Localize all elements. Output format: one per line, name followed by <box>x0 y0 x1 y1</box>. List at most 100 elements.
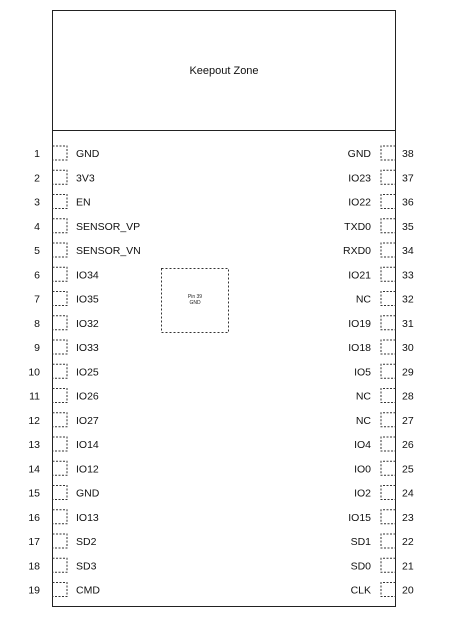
pin-number: 7 <box>34 294 40 306</box>
pin-number: 35 <box>402 221 414 233</box>
pin-name: IO26 <box>76 391 99 403</box>
center-pad-label-1: Pin 39 <box>188 294 202 300</box>
pin-number: 13 <box>28 439 40 451</box>
pin-number: 2 <box>34 172 40 184</box>
pin-name: EN <box>76 197 91 209</box>
pin-pad <box>380 533 396 549</box>
pin-number: 38 <box>402 148 414 160</box>
pin-name: IO21 <box>348 269 371 281</box>
pin-name: IO0 <box>354 463 371 475</box>
pin-pad <box>52 363 68 379</box>
pin-name: RXD0 <box>343 245 371 257</box>
pin-pad <box>52 315 68 331</box>
pin-number: 5 <box>34 245 40 257</box>
right-pin-34: 34 RXD0 <box>343 242 414 258</box>
pin-pad <box>52 145 68 161</box>
left-pin-14: 14 IO12 <box>28 460 99 476</box>
pin-name: IO4 <box>354 439 371 451</box>
pin-number: 11 <box>29 391 40 403</box>
pin-name: IO32 <box>76 318 99 330</box>
pin-number: 3 <box>34 197 40 209</box>
right-pin-29: 29 IO5 <box>354 363 414 379</box>
pin-number: 22 <box>402 536 414 548</box>
pin-pad <box>380 339 396 355</box>
pin-pad <box>380 218 396 234</box>
center-pad-label-2: GND <box>189 300 201 306</box>
pin-number: 21 <box>402 560 414 572</box>
pin-pad <box>52 533 68 549</box>
pin-number: 10 <box>28 366 40 378</box>
left-pin-13: 13 IO14 <box>28 436 99 452</box>
pin-pad <box>52 242 68 258</box>
pin-pad <box>380 509 396 525</box>
pin-number: 16 <box>28 512 40 524</box>
pin-pad <box>52 509 68 525</box>
pin-pad <box>52 485 68 500</box>
pin-number: 23 <box>402 512 414 524</box>
pin-number: 18 <box>28 560 40 572</box>
pin-name: IO22 <box>348 197 371 209</box>
pin-pad <box>380 388 396 403</box>
pin-pad <box>52 460 68 476</box>
pin-pad <box>380 291 396 306</box>
pin-name: GND <box>76 488 100 500</box>
pin-name: IO15 <box>348 512 371 524</box>
pin-pad <box>52 557 68 573</box>
pin-name: IO14 <box>76 439 99 451</box>
pin-pad <box>52 412 68 428</box>
pin-name: IO25 <box>76 366 99 378</box>
pin-pad <box>52 194 68 209</box>
pin-number: 34 <box>402 245 414 257</box>
pin-number: 24 <box>402 488 414 500</box>
pin-number: 29 <box>402 366 414 378</box>
left-pin-9: 9 IO33 <box>34 339 99 355</box>
pin-name: IO33 <box>76 342 99 354</box>
left-pin-4: 4 SENSOR_VP <box>34 218 140 234</box>
pin-name: IO5 <box>354 366 371 378</box>
pin-name: SD3 <box>76 560 97 572</box>
center-gnd-pad <box>161 268 229 333</box>
pin-name: NC <box>356 294 372 306</box>
left-pin-10: 10 IO25 <box>28 363 99 379</box>
pin-pad <box>380 145 396 161</box>
pin-name: IO27 <box>76 415 99 427</box>
module-outline <box>52 10 396 607</box>
pin-number: 30 <box>402 342 414 354</box>
pin-name: SENSOR_VP <box>76 221 140 233</box>
pin-number: 14 <box>28 463 40 475</box>
keepout-zone-label: Keepout Zone <box>189 65 258 77</box>
pin-pad <box>52 266 68 282</box>
pin-number: 4 <box>34 221 40 233</box>
pin-number: 9 <box>34 342 40 354</box>
pin-name: GND <box>76 148 100 160</box>
pin-pad <box>380 485 396 500</box>
pin-number: 17 <box>28 536 40 548</box>
pin-name: IO12 <box>76 463 99 475</box>
pin-pad <box>380 412 396 428</box>
pin-pad <box>380 582 396 597</box>
pin-number: 32 <box>402 294 414 306</box>
pin-pad <box>52 291 68 306</box>
pin-name: SENSOR_VN <box>76 245 141 257</box>
pin-name: CMD <box>76 585 100 597</box>
pin-name: NC <box>356 391 372 403</box>
pin-pad <box>380 266 396 282</box>
pin-name: IO23 <box>348 172 371 184</box>
pin-pad <box>380 460 396 476</box>
